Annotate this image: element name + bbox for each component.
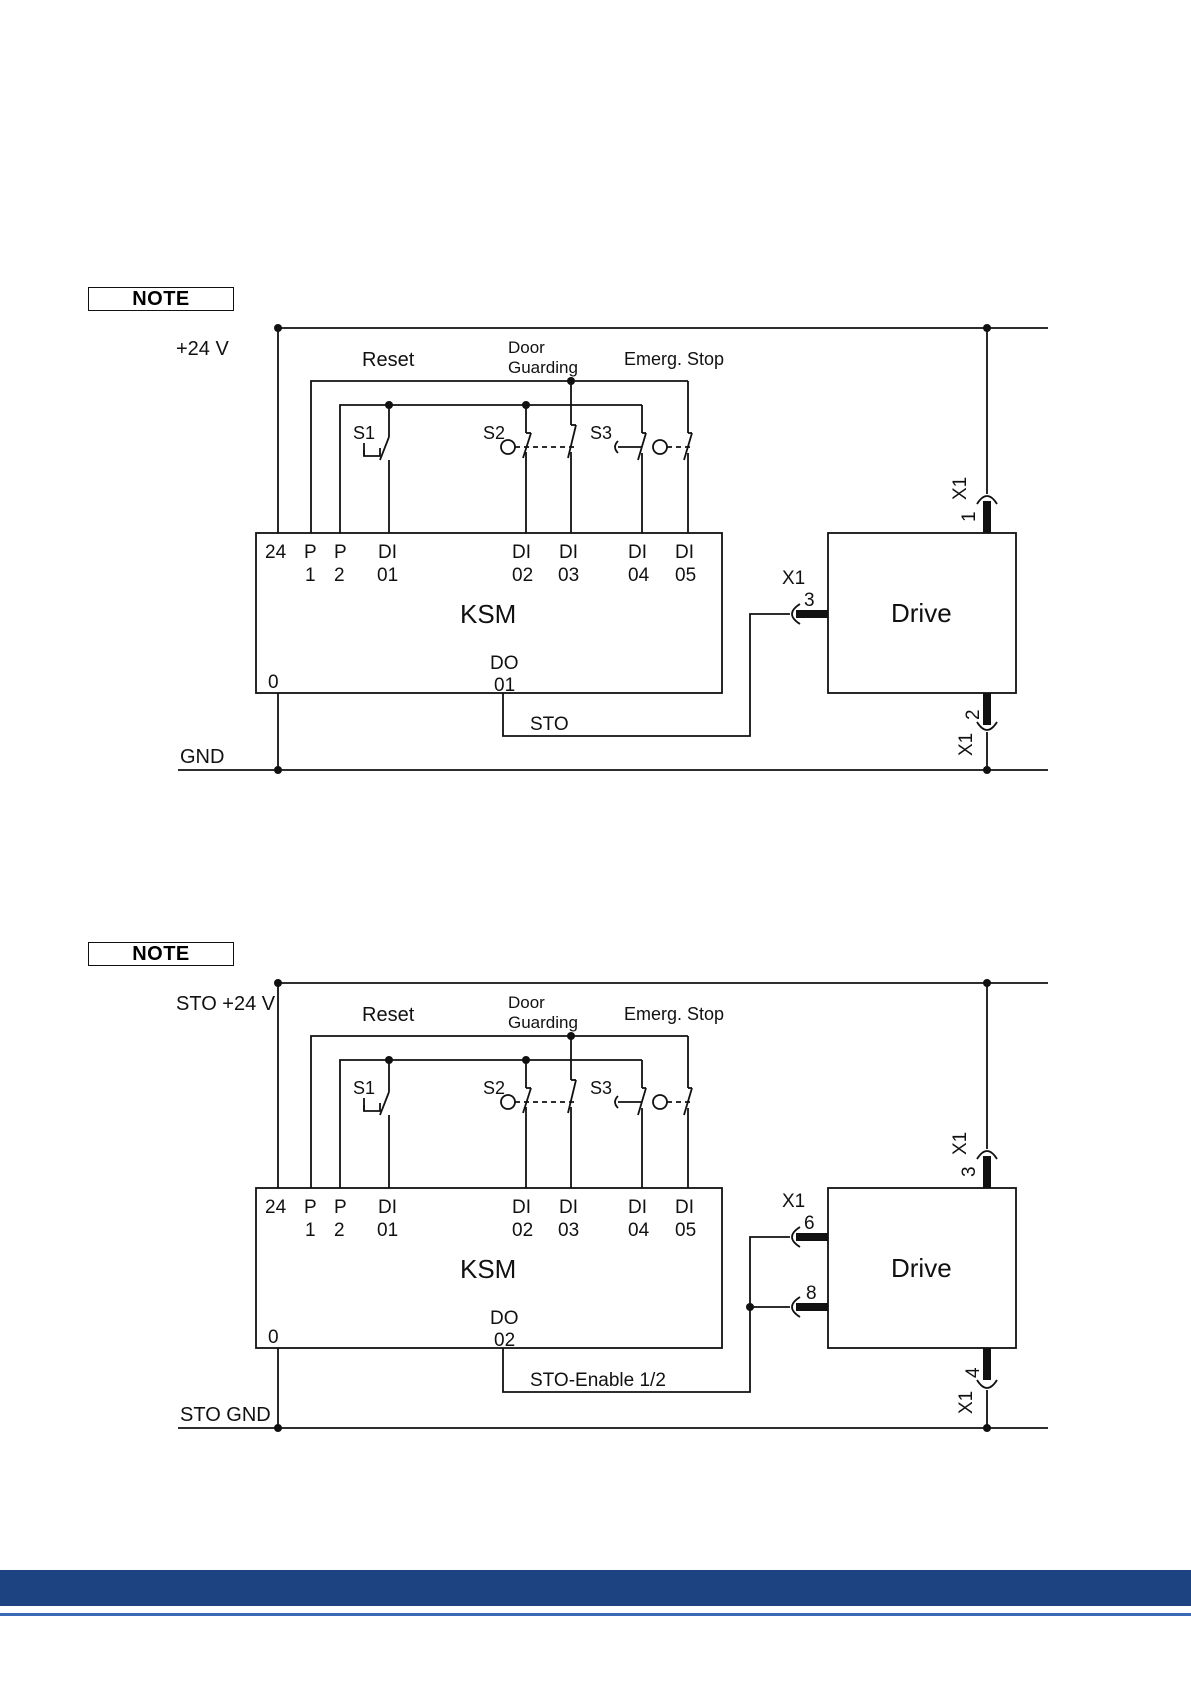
estop-label: Emerg. Stop: [624, 1004, 724, 1024]
s2-label: S2: [483, 423, 505, 443]
side-connector-pin-2: 8: [806, 1283, 817, 1304]
pin-do-b: 01: [494, 675, 515, 696]
pin-p1-b: 1: [305, 565, 316, 586]
pin-di02-b: 02: [512, 565, 533, 586]
pin-p1-a: P: [304, 542, 317, 563]
s2-label: S2: [483, 1078, 505, 1098]
top-connector-x1: X1: [950, 477, 971, 500]
pin-p1-b: 1: [305, 1220, 316, 1241]
side-connector-x1: X1: [782, 1191, 805, 1212]
footer-bar: [0, 1570, 1191, 1606]
pin-di01-a: DI: [378, 542, 397, 563]
pin-di05-a: DI: [675, 1197, 694, 1218]
top-connector-x1: X1: [950, 1132, 971, 1155]
supply-label: +24 V: [176, 338, 229, 360]
side-connector-pin: 6: [804, 1213, 815, 1234]
pin-do-a: DO: [490, 1308, 519, 1329]
pin-0: 0: [268, 672, 279, 693]
pin-di02-a: DI: [512, 1197, 531, 1218]
pin-di03-a: DI: [559, 542, 578, 563]
drive-label: Drive: [891, 1253, 952, 1283]
signal-label: STO: [530, 714, 569, 735]
side-connector-pin: 3: [804, 590, 815, 611]
pin-di04-a: DI: [628, 542, 647, 563]
pin-p2-a: P: [334, 542, 347, 563]
ground-label: GND: [180, 746, 224, 768]
s1-label: S1: [353, 423, 375, 443]
pin-di01-b: 01: [377, 1220, 398, 1241]
pin-di04-b: 04: [628, 565, 650, 586]
wiring-diagram-sto-enable: STO +24 V STO GND Reset Door Guarding Em…: [0, 955, 1191, 1445]
door-label-2: Guarding: [508, 1013, 578, 1032]
drive-label: Drive: [891, 598, 952, 628]
ksm-label: KSM: [460, 599, 516, 629]
pin-p2-b: 2: [334, 565, 345, 586]
pin-di05-a: DI: [675, 542, 694, 563]
s1-label: S1: [353, 1078, 375, 1098]
bottom-connector-pin: 4: [963, 1367, 984, 1378]
door-label-2: Guarding: [508, 358, 578, 377]
reset-label: Reset: [362, 349, 415, 371]
side-connector-x1: X1: [782, 568, 805, 589]
pin-di01-a: DI: [378, 1197, 397, 1218]
wiring-diagram-sto: +24 V GND Reset Door Guarding Emerg. Sto…: [0, 300, 1191, 790]
ksm-label: KSM: [460, 1254, 516, 1284]
s3-label: S3: [590, 1078, 612, 1098]
pin-p1-a: P: [304, 1197, 317, 1218]
door-label-1: Door: [508, 993, 545, 1012]
bottom-connector-x1: X1: [956, 1391, 977, 1414]
bottom-connector-x1: X1: [956, 733, 977, 756]
pin-p2-b: 2: [334, 1220, 345, 1241]
footer-divider: [0, 1613, 1191, 1616]
pin-p2-a: P: [334, 1197, 347, 1218]
top-connector-pin: 1: [959, 511, 980, 522]
estop-label: Emerg. Stop: [624, 349, 724, 369]
signal-label: STO-Enable 1/2: [530, 1370, 666, 1391]
pin-di03-a: DI: [559, 1197, 578, 1218]
top-connector-pin: 3: [959, 1166, 980, 1177]
pin-di05-b: 05: [675, 565, 696, 586]
pin-di01-b: 01: [377, 565, 398, 586]
reset-label: Reset: [362, 1004, 415, 1026]
pin-di04-b: 04: [628, 1220, 650, 1241]
bottom-connector-pin: 2: [963, 709, 984, 720]
pin-do-a: DO: [490, 653, 519, 674]
pin-di02-b: 02: [512, 1220, 533, 1241]
pin-di05-b: 05: [675, 1220, 696, 1241]
ground-label: STO GND: [180, 1404, 271, 1426]
pin-0: 0: [268, 1327, 279, 1348]
door-label-1: Door: [508, 338, 545, 357]
pin-di04-a: DI: [628, 1197, 647, 1218]
supply-label: STO +24 V: [176, 993, 276, 1015]
pin-24: 24: [265, 1197, 287, 1218]
pin-do-b: 02: [494, 1330, 515, 1351]
pin-di03-b: 03: [558, 565, 579, 586]
pin-24: 24: [265, 542, 287, 563]
s3-label: S3: [590, 423, 612, 443]
pin-di02-a: DI: [512, 542, 531, 563]
pin-di03-b: 03: [558, 1220, 579, 1241]
